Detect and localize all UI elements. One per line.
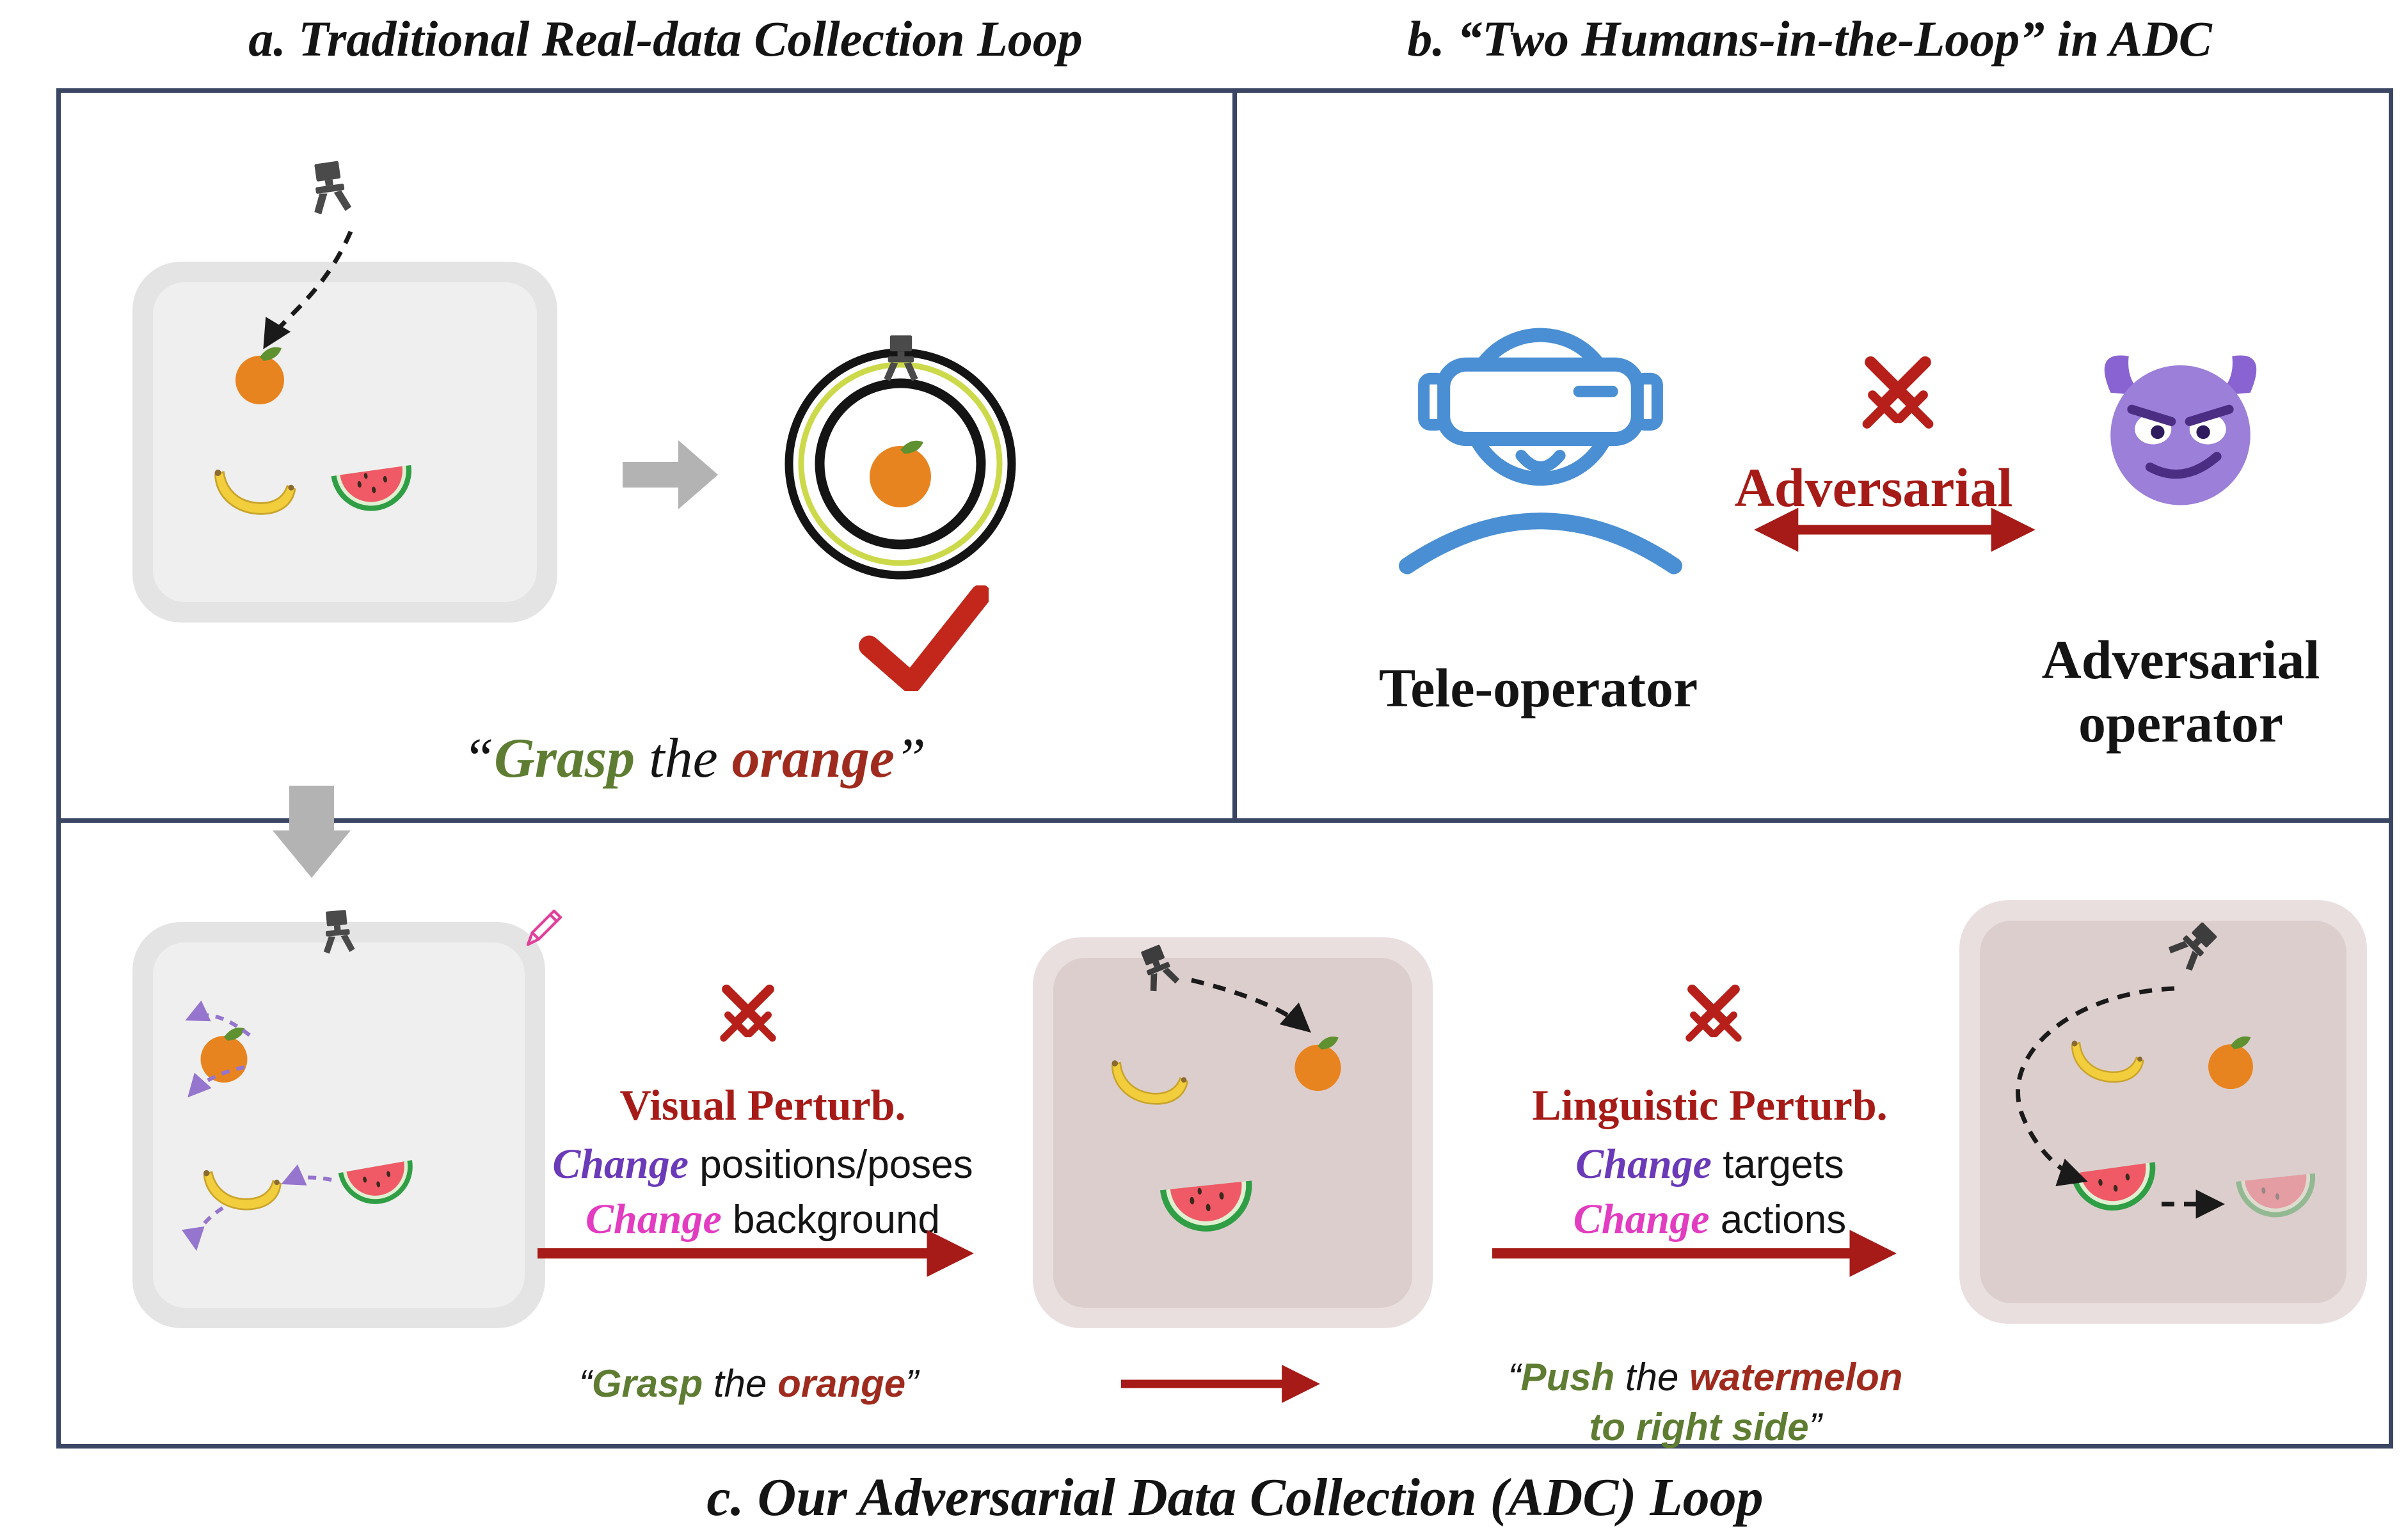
watermelon-icon [1154, 1171, 1262, 1242]
linguistic-perturb-line2: Change actions [1573, 1196, 1847, 1242]
tray-linguistically-perturbed [1959, 900, 2367, 1324]
change-word: Change [1575, 1141, 1712, 1187]
adversarial-operator-label: Adversarial operator [2041, 629, 2320, 754]
tray-panel-a [132, 262, 557, 623]
watermelon-icon [326, 456, 422, 523]
gripper-icon [299, 156, 362, 224]
tele-operator-icon [1392, 299, 1689, 581]
orange-icon [2201, 1031, 2260, 1090]
watermelon-ghost-icon [2231, 1165, 2324, 1226]
grasp-orange-caption-small: “Grasp the orange” [578, 1362, 919, 1405]
banana-icon [205, 452, 303, 528]
change-word: Change [552, 1141, 689, 1187]
visual-perturb-heading: Visual Perturb. [619, 1081, 906, 1129]
caption-verb: Grasp [494, 727, 635, 790]
push-watermelon-caption-line1: “Push the watermelon [1508, 1356, 1903, 1399]
gripper-icon [1127, 937, 1190, 1004]
figure-frame [56, 88, 2393, 1449]
caption-middle: the [635, 727, 732, 790]
quote-close: ” [894, 727, 926, 790]
grasp-target-icon [777, 341, 1023, 587]
pencil-icon [517, 899, 571, 953]
banana-icon [2058, 1027, 2155, 1093]
gripper-icon [2155, 910, 2229, 984]
caption-object: orange [731, 727, 895, 790]
tray-original [132, 922, 545, 1328]
devil-icon [2089, 329, 2272, 515]
watermelon-icon [333, 1151, 424, 1216]
visual-perturb-line1: Change positions/poses [552, 1141, 973, 1187]
adversarial-label: Adversarial [1734, 457, 2013, 518]
quote-open: “ [463, 727, 495, 790]
panel-b-title: b. “Two Humans-in-the-Loop” in ADC [1407, 11, 2212, 67]
crossed-swords-icon [1852, 353, 1943, 444]
orange-icon [228, 342, 292, 406]
panel-c-title: c. Our Adversarial Data Collection (ADC)… [706, 1468, 1764, 1527]
checkmark-icon [857, 585, 989, 691]
change-word: Change [586, 1196, 722, 1242]
push-watermelon-caption-line2: to right side” [1589, 1406, 1822, 1449]
crossed-swords-icon [1678, 982, 1749, 1054]
linguistic-perturb-heading: Linguistic Perturb. [1532, 1081, 1888, 1129]
tray-visually-perturbed [1033, 937, 1433, 1328]
crossed-swords-icon [712, 982, 784, 1054]
orange-icon [193, 1022, 255, 1084]
panel-divider-vertical [1232, 88, 1237, 823]
panel-divider-horizontal [56, 818, 2393, 823]
gripper-icon [876, 333, 926, 388]
visual-perturb-line2: Change background [586, 1196, 940, 1242]
tele-operator-label: Tele-operator [1378, 657, 1698, 718]
orange-icon [1287, 1031, 1348, 1092]
banana-icon [1097, 1046, 1198, 1116]
change-word: Change [1573, 1196, 1710, 1242]
panel-a-title: a. Traditional Real-data Collection Loop [248, 11, 1083, 67]
grasp-orange-caption: “Grasp the orange” [463, 726, 926, 791]
linguistic-perturb-line1: Change targets [1575, 1141, 1844, 1187]
gripper-icon [312, 905, 363, 963]
banana-icon [191, 1148, 292, 1226]
